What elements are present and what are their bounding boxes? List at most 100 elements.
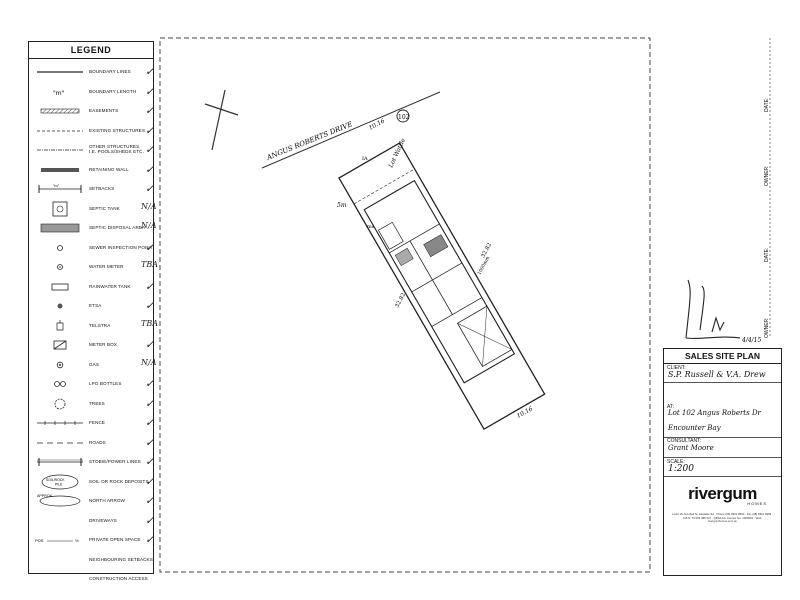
- legend-item: TREES✓: [29, 394, 155, 414]
- legend-check-mark: TBA: [141, 260, 158, 269]
- legend-item-label: NEIGHBOURING SETBACKS: [89, 556, 153, 562]
- owner-label-2: OWNER:: [764, 317, 770, 338]
- legend-symbol-icon: POS%: [35, 538, 79, 543]
- company-contact: Level 16, Grenfell St, Adelaide SA · Pho…: [672, 512, 773, 524]
- legend-item: ETSA ✓: [29, 296, 155, 316]
- legend-symbol-icon: [37, 71, 83, 73]
- legend-check-mark: ✓: [145, 513, 155, 527]
- legend-symbol-icon: "m": [53, 90, 65, 97]
- legend-item-label: WATER METER: [89, 264, 124, 269]
- legend-symbol-icon: "m": [38, 183, 82, 193]
- legend-item-label: RETAINING WALL: [89, 166, 129, 172]
- legend-item: EASEMENTS ✓: [29, 101, 155, 121]
- legend-item-label: FENCE: [89, 420, 106, 425]
- legend-check-mark: ✓: [145, 299, 155, 312]
- legend-symbol-icon: [57, 244, 63, 251]
- legend-check-mark: ✓: [145, 65, 155, 78]
- legend-item-label: NORTH ARROW: [89, 498, 125, 503]
- legend-item: FENCE ✓: [29, 413, 155, 433]
- label-upper: IA: [362, 156, 368, 162]
- legend-item: BOUNDARY LINES✓: [29, 62, 155, 82]
- svg-text:PILE: PILE: [55, 482, 63, 486]
- legend-check-mark: ✓: [145, 104, 155, 117]
- legend-symbol-icon: [40, 223, 80, 233]
- legend-symbol-icon: [54, 381, 66, 387]
- legend-item-label: LPG BOTTLES: [89, 381, 122, 386]
- legend-check-mark: ✓: [145, 396, 155, 410]
- legend-item: ROADS✓: [29, 433, 155, 453]
- svg-text:POS: POS: [35, 538, 44, 543]
- legend-symbol-icon: [57, 303, 63, 309]
- scale-value: 1:200: [668, 464, 694, 474]
- legend-item-label: EASEMENTS: [89, 108, 119, 113]
- legend-item-label: CONSTRUCTION ACCESS: [89, 576, 148, 581]
- legend-symbol-icon: [40, 108, 80, 114]
- legend-item-label: SEPTIC TANK: [89, 205, 120, 211]
- svg-text:APPROX.: APPROX.: [37, 494, 53, 498]
- legend-check-mark: N/A: [141, 221, 157, 230]
- client-label: CLIENT:: [667, 365, 686, 371]
- legend-item-label: EXISTING STRUCTURES: [89, 127, 146, 133]
- setback-front-label: 5m: [337, 202, 347, 209]
- legend-item: RETAINING WALL✓: [29, 160, 155, 180]
- divider: [664, 457, 781, 458]
- legend-symbol-icon: [56, 361, 64, 368]
- legend-item-label: PRIVATE OPEN SPACE: [89, 537, 141, 542]
- rear-width-label: 10.16: [516, 405, 535, 419]
- legend-item: APPROX.NORTH ARROW✓: [29, 491, 155, 511]
- legend-item-label: SETBACKS: [89, 186, 115, 191]
- date-label-1: DATE:: [764, 97, 770, 112]
- legend-item-label: SEWER INSPECTION POINT: [89, 244, 153, 250]
- legend-item-label: STOBIE/POWER LINES: [89, 459, 141, 464]
- logo-subtitle: HOMES: [747, 501, 767, 506]
- legend-symbol-icon: [37, 458, 83, 466]
- legend-item: WATER METER TBA: [29, 257, 158, 277]
- label-left: ms: [367, 224, 375, 230]
- legend-item: SEPTIC TANK N/A: [29, 199, 157, 219]
- legend-symbol-icon: [53, 340, 67, 350]
- legend-check-mark: N/A: [141, 201, 157, 211]
- legend-symbol-icon: [51, 283, 69, 290]
- legend-item: STOBIE/POWER LINES✓: [29, 452, 155, 472]
- legend-check-mark: ✓: [145, 240, 155, 254]
- title-block: SALES SITE PLAN CLIENT: S.P. Russell & V…: [663, 348, 782, 576]
- legend-symbol-icon: APPROX.: [37, 494, 81, 507]
- legend-item-label: SEPTIC DISPOSAL AREA: [89, 225, 146, 230]
- legend-title: LEGEND: [29, 42, 153, 59]
- svg-text:%: %: [75, 538, 79, 543]
- street-label: ANGUS ROBERTS DRIVE: [265, 120, 354, 162]
- legend-symbol-icon: [57, 264, 63, 270]
- consultant-label: CONSULTANT:: [667, 438, 701, 444]
- legend-item: "m" SETBACKS ✓: [29, 179, 155, 199]
- legend-item-label: ROADS: [89, 439, 106, 445]
- legend-check-mark: ✓: [145, 416, 155, 429]
- at-value-1: Lot 102 Angus Roberts Dr: [668, 409, 761, 417]
- legend-symbol-icon: [41, 167, 79, 172]
- divider: [664, 382, 781, 383]
- legend-check-mark: ✓: [145, 84, 155, 98]
- legend-symbol-icon: [54, 398, 66, 409]
- street-line: [261, 91, 441, 169]
- legend-item: NEIGHBOURING SETBACKS: [29, 550, 155, 570]
- lot-outline: [338, 142, 546, 431]
- legend-item-label: DRIVEWAYS: [89, 517, 117, 523]
- legend-item-label: ETSA: [89, 303, 102, 308]
- date-label-2: DATE:: [764, 247, 770, 262]
- svg-text:"m": "m": [53, 90, 65, 97]
- title-heading: SALES SITE PLAN: [664, 349, 781, 364]
- legend-symbol-icon: [37, 442, 83, 443]
- legend-item-label: RAINWATER TANK: [89, 283, 131, 289]
- owner-label-1: OWNER:: [764, 165, 770, 186]
- owner-signature: [685, 279, 741, 340]
- at-label: AT:: [667, 404, 674, 410]
- legend-check-mark: ✓: [145, 182, 155, 195]
- svg-text:"m": "m": [53, 183, 60, 188]
- legend-item: EXISTING STRUCTURES✓: [29, 121, 155, 141]
- legend-item-label: METER BOX: [89, 342, 117, 347]
- legend-check-mark: ✓: [145, 338, 155, 351]
